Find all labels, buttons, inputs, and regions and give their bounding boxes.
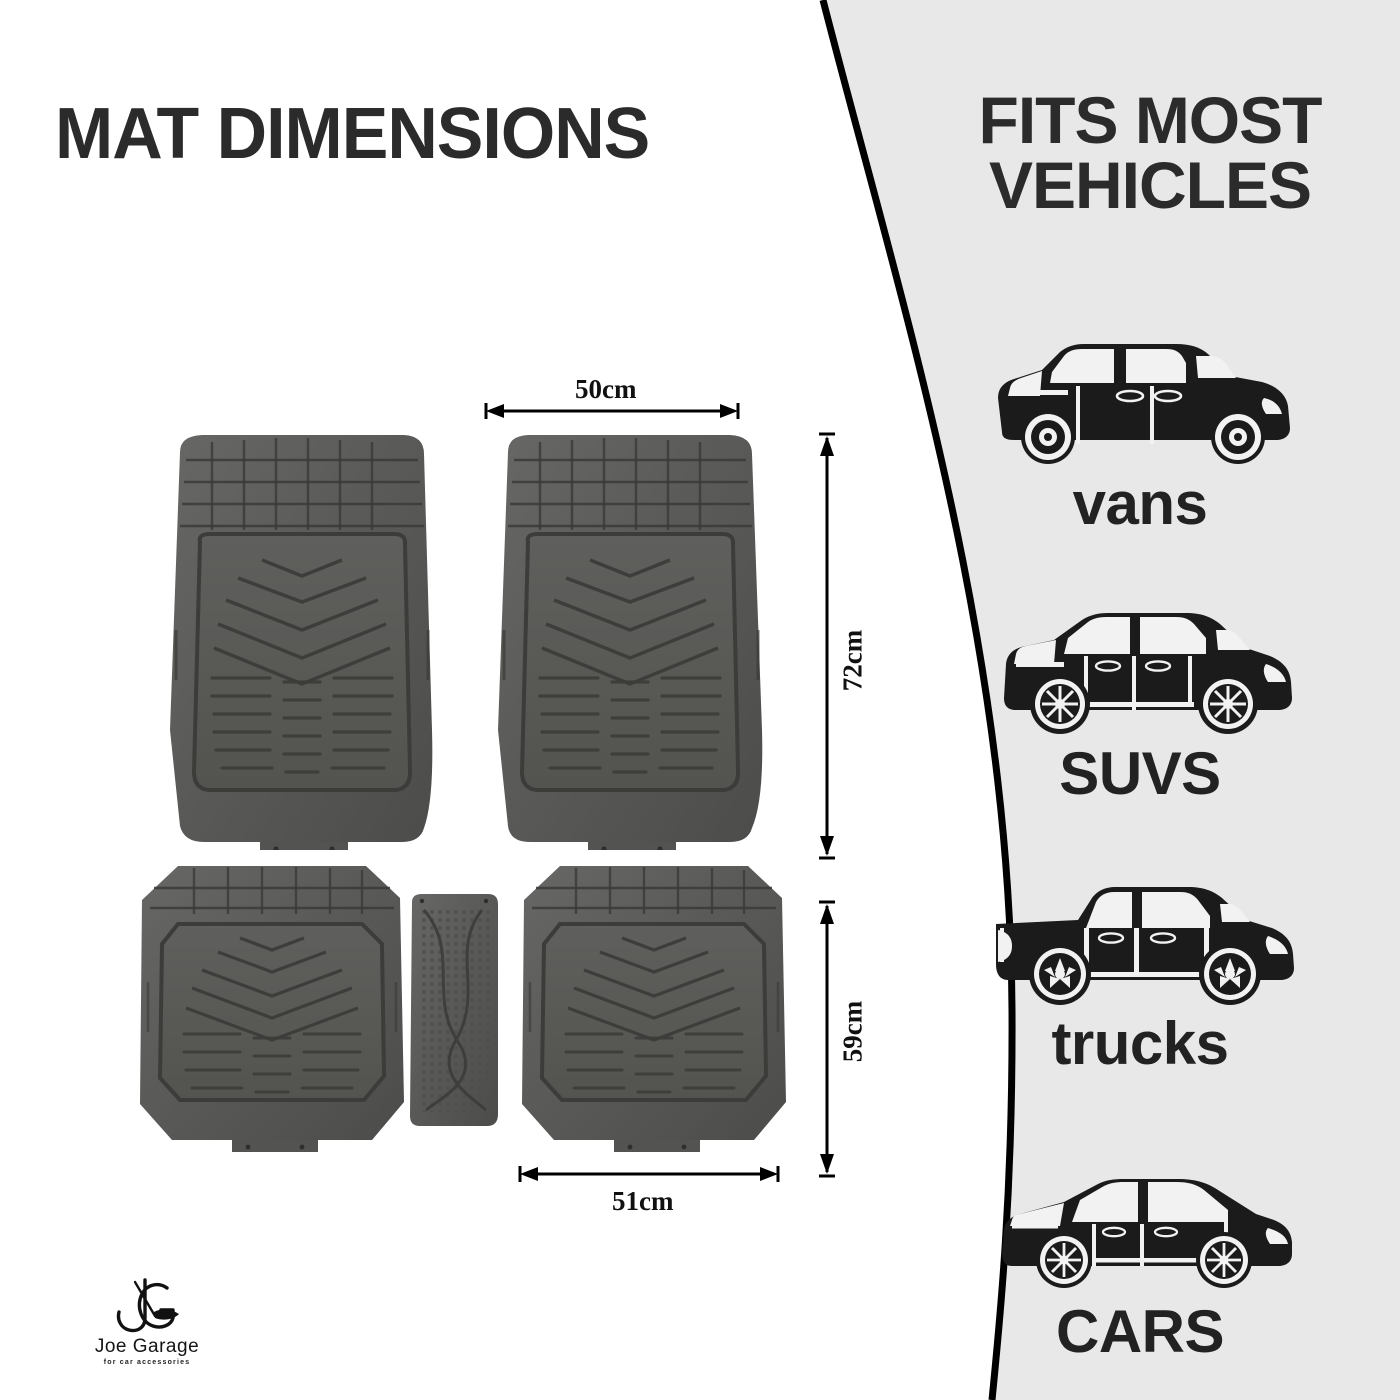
dimension-front-width	[484, 400, 740, 422]
vehicle-item-cars: CARS	[880, 1176, 1400, 1362]
panel-title-line2: VEHICLES	[988, 147, 1312, 222]
dimension-rear-height	[816, 900, 838, 1178]
brand-tagline: for car accessories	[103, 1359, 191, 1366]
sedan-icon	[1002, 1179, 1292, 1288]
center-strip-mat	[404, 892, 504, 1128]
fits-most-vehicles-panel: FITS MOST VEHICLES	[880, 0, 1400, 1400]
mat-dimensions-panel: MAT DIMENSIONS	[55, 94, 868, 1366]
vehicle-item-suvs: SUVS	[880, 606, 1400, 804]
jg-monogram-icon	[116, 1278, 179, 1333]
panel-title-line1: FITS MOST	[978, 83, 1323, 157]
vehicle-item-vans: vans	[880, 336, 1400, 534]
page-title: MAT DIMENSIONS	[55, 94, 650, 174]
vehicle-label-vans: vans	[1072, 470, 1208, 537]
dimension-rear-width-label: 51cm	[612, 1186, 674, 1216]
dimension-front-height-label: 72cm	[837, 629, 868, 692]
van-icon	[998, 344, 1290, 464]
brand-logo: Joe Garage for car accessories	[62, 1276, 232, 1366]
vehicle-label-trucks: trucks	[1051, 1010, 1229, 1077]
panel-title: FITS MOST VEHICLES	[910, 83, 1390, 222]
suv-icon	[1004, 613, 1292, 734]
front-driver-mat	[152, 430, 452, 850]
dimension-front-width-label: 50cm	[575, 374, 637, 404]
vehicle-label-cars: CARS	[1055, 1298, 1225, 1365]
vehicle-item-trucks: trucks	[880, 876, 1400, 1074]
vehicle-label-suvs: SUVS	[1059, 740, 1221, 807]
rear-right-mat	[518, 862, 790, 1152]
dimension-rear-height-label: 59cm	[837, 1000, 868, 1063]
brand-name: Joe Garage	[94, 1336, 200, 1357]
dimension-front-height	[816, 432, 838, 860]
rear-left-mat	[136, 862, 408, 1152]
front-passenger-mat	[480, 430, 780, 850]
dimension-rear-width	[518, 1163, 780, 1185]
truck-icon	[996, 887, 1294, 1005]
